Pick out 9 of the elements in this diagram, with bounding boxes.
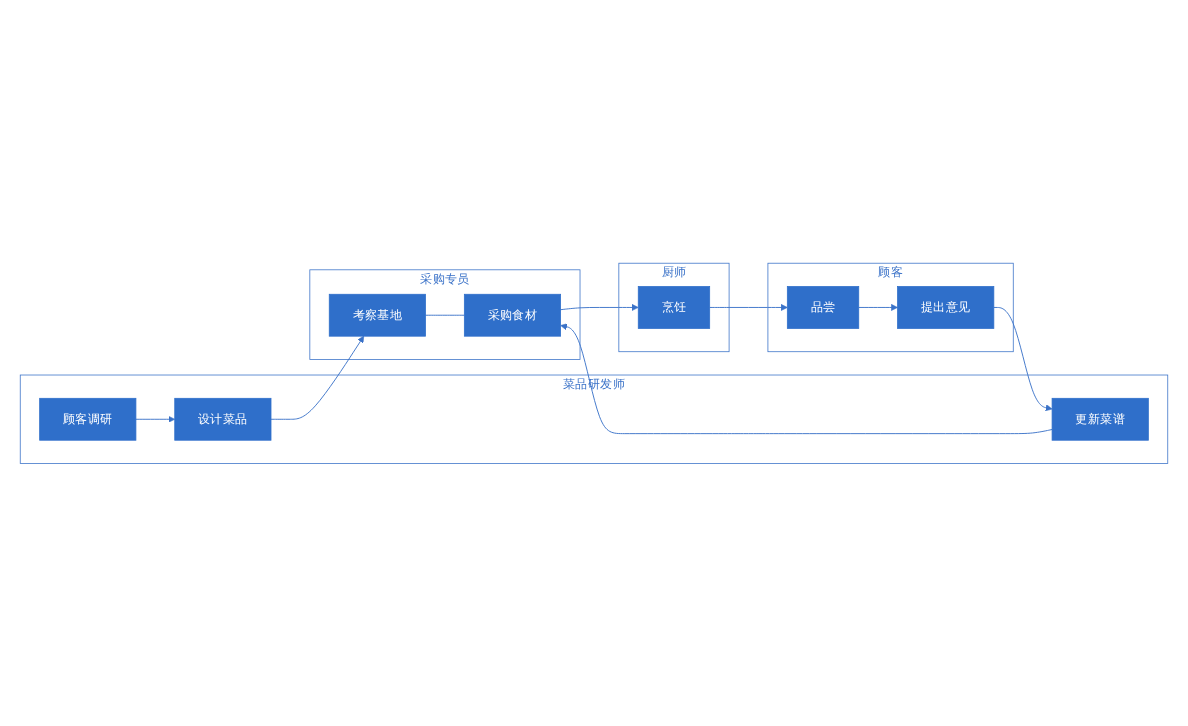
node-box: 烹饪 — [637, 285, 711, 329]
node-box: 考察基地 — [328, 293, 426, 337]
node-box: 顾客调研 — [39, 397, 137, 441]
node-box: 品尝 — [786, 285, 860, 329]
node-box: 采购食材 — [463, 293, 561, 337]
node-box: 提出意见 — [897, 285, 995, 329]
connector — [425, 314, 465, 316]
node-box: 更新菜谱 — [1051, 397, 1149, 441]
node-box: 设计菜品 — [174, 397, 272, 441]
